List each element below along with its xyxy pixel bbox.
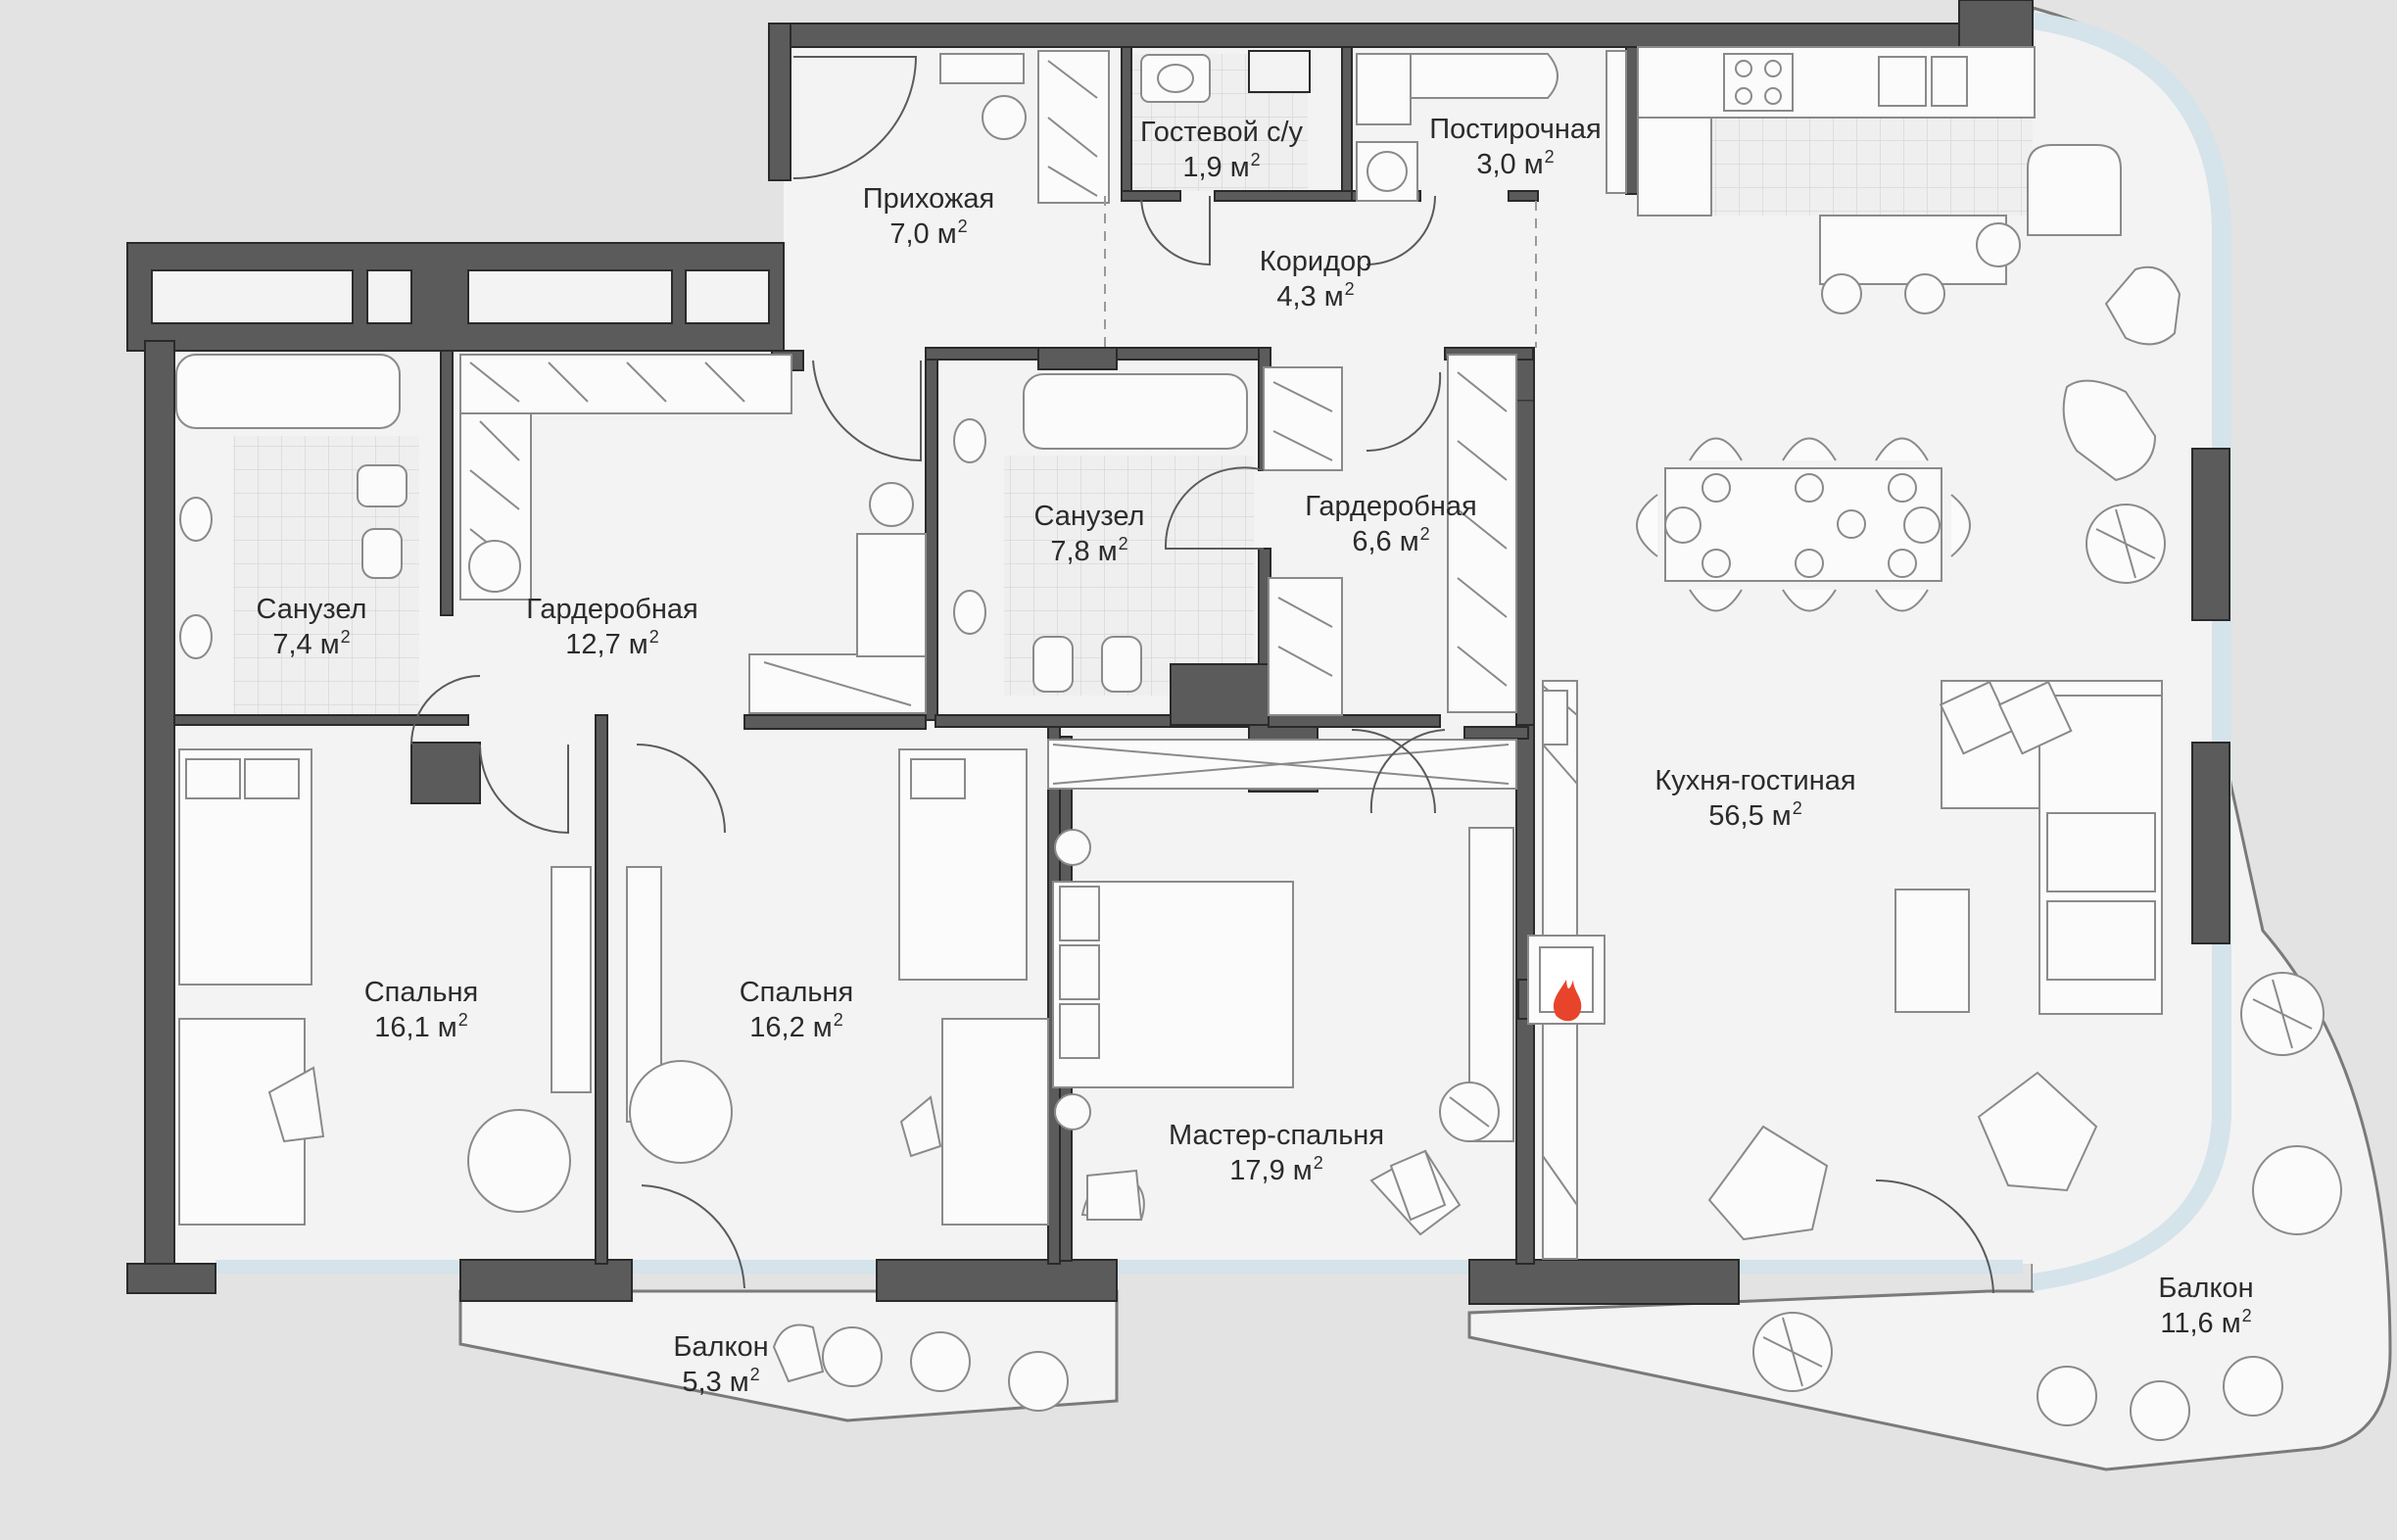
wall-niches <box>151 50 1311 324</box>
plant-icon <box>1439 504 2325 1392</box>
zone-dividers <box>1104 196 1537 348</box>
sink-icon <box>179 497 213 542</box>
bed-icon <box>178 748 1294 1131</box>
toilet-icon <box>357 464 407 507</box>
bathtub-icon <box>175 354 401 429</box>
kitchen-counters <box>1637 46 2036 285</box>
plumbing-fixtures <box>175 50 1627 693</box>
door-swings <box>410 56 1994 1294</box>
balcony-chairs <box>772 1145 2342 1441</box>
armchair-icon <box>1080 144 2181 1241</box>
stove-icon <box>1723 53 1794 112</box>
fireplace-icon <box>1527 690 1606 1025</box>
shower-icon <box>1410 53 1558 99</box>
dining-table-icon <box>1636 437 1971 612</box>
sofa-icon <box>1894 680 2163 1015</box>
kitchen-sink-icon <box>1878 56 1968 107</box>
wardrobe-units <box>459 50 1578 1260</box>
desk-icon <box>178 827 1514 1226</box>
bidet-icon <box>361 528 403 579</box>
tiled-areas <box>233 54 2033 715</box>
